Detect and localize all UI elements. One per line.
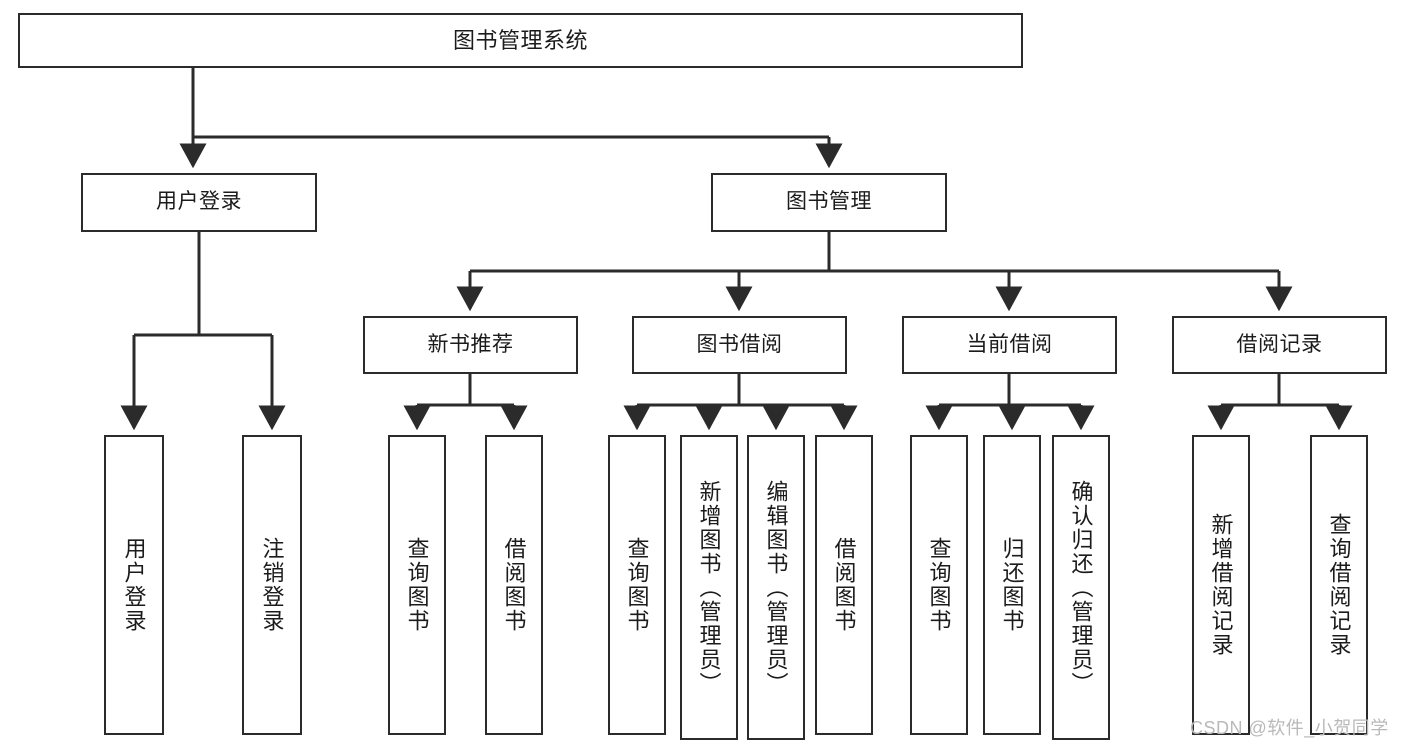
node-root[interactable]: 图书管理系统: [18, 13, 1023, 68]
node-borrow-record-label: 借阅记录: [1236, 332, 1323, 356]
node-leaf-borrow-book-2[interactable]: 借阅图书: [815, 435, 873, 735]
node-leaf-add-record-label: 新增借阅记录: [1208, 513, 1234, 657]
node-new-book-recommend[interactable]: 新书推荐: [363, 316, 578, 374]
node-leaf-return-book-label: 归还图书: [999, 537, 1025, 633]
node-leaf-edit-book[interactable]: 编辑图书（管理员）: [747, 435, 805, 740]
node-user-login[interactable]: 用户登录: [81, 173, 317, 232]
node-leaf-borrow-book-1-label: 借阅图书: [501, 537, 527, 633]
node-leaf-query-record-label: 查询借阅记录: [1326, 513, 1352, 657]
node-leaf-query-book-1[interactable]: 查询图书: [388, 435, 446, 735]
node-leaf-query-book-1-label: 查询图书: [404, 537, 430, 633]
node-leaf-user-login-label: 用户登录: [121, 537, 147, 633]
node-leaf-return-book[interactable]: 归还图书: [983, 435, 1041, 735]
node-borrow-record[interactable]: 借阅记录: [1172, 316, 1387, 374]
node-leaf-add-record[interactable]: 新增借阅记录: [1192, 435, 1250, 735]
node-leaf-logout[interactable]: 注销登录: [242, 435, 302, 735]
node-leaf-confirm-return-label: 确认归还（管理员）: [1068, 479, 1094, 696]
node-leaf-add-book-label: 新增图书（管理员）: [696, 479, 722, 696]
node-book-manage-label: 图书管理: [786, 190, 872, 214]
node-leaf-query-book-2[interactable]: 查询图书: [608, 435, 666, 735]
node-leaf-borrow-book-1[interactable]: 借阅图书: [485, 435, 543, 735]
node-current-borrow[interactable]: 当前借阅: [902, 316, 1117, 374]
node-book-borrow[interactable]: 图书借阅: [632, 316, 847, 374]
node-root-label: 图书管理系统: [452, 27, 588, 53]
node-book-manage[interactable]: 图书管理: [711, 173, 947, 232]
node-user-login-label: 用户登录: [156, 190, 242, 214]
node-leaf-edit-book-label: 编辑图书（管理员）: [763, 479, 789, 696]
node-leaf-query-record[interactable]: 查询借阅记录: [1310, 435, 1368, 735]
node-book-borrow-label: 图书借阅: [696, 332, 783, 356]
node-current-borrow-label: 当前借阅: [966, 332, 1053, 356]
node-leaf-query-book-3[interactable]: 查询图书: [910, 435, 968, 735]
node-leaf-user-login[interactable]: 用户登录: [104, 435, 164, 735]
node-leaf-query-book-2-label: 查询图书: [624, 537, 650, 633]
node-leaf-borrow-book-2-label: 借阅图书: [831, 537, 857, 633]
node-leaf-confirm-return[interactable]: 确认归还（管理员）: [1052, 435, 1110, 740]
node-leaf-query-book-3-label: 查询图书: [926, 537, 952, 633]
node-new-book-recommend-label: 新书推荐: [427, 332, 514, 356]
node-leaf-add-book[interactable]: 新增图书（管理员）: [680, 435, 738, 740]
node-leaf-logout-label: 注销登录: [259, 537, 285, 633]
